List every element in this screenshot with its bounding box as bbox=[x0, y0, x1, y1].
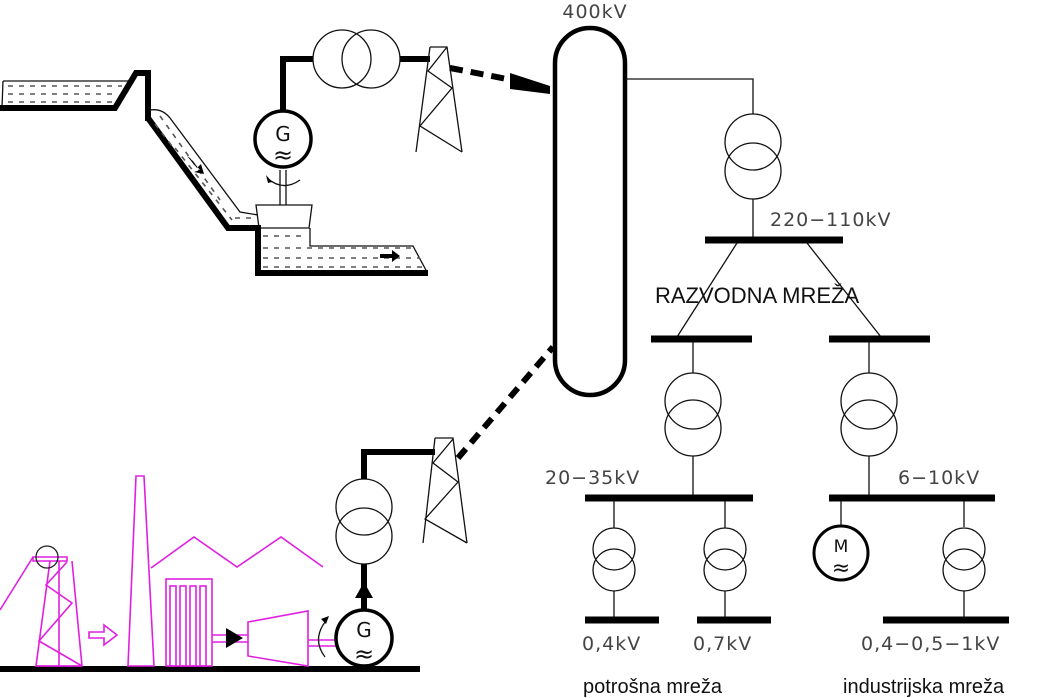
generator-hydro: G ≈ bbox=[253, 109, 313, 169]
water-turbine bbox=[255, 204, 313, 229]
label-6-10kv: 6−10kV bbox=[898, 467, 980, 489]
hydro-gen-lead bbox=[280, 56, 313, 111]
busbar-400kv bbox=[552, 25, 628, 398]
process-arrow-icon bbox=[88, 623, 119, 647]
motor-symbol: M bbox=[834, 537, 849, 557]
steam-turbine bbox=[247, 610, 309, 667]
industrial-motor: M ≈ bbox=[812, 524, 870, 582]
steam-flow-arrow-icon bbox=[226, 628, 243, 648]
label-20-35kv: 20−35kV bbox=[545, 467, 640, 489]
label-industrial-kv: 0,4−0,5−1kV bbox=[861, 633, 1000, 655]
step-up-transformer-thermal bbox=[335, 478, 393, 565]
ac-wave-symbol: ≈ bbox=[354, 640, 374, 668]
transformer-industrial bbox=[942, 527, 986, 592]
ac-wave-symbol: ≈ bbox=[273, 141, 293, 169]
transformer-110-6 bbox=[840, 372, 898, 457]
boiler bbox=[165, 578, 213, 667]
power-flow-arrow-icon bbox=[355, 582, 373, 598]
hv-line-2 bbox=[455, 345, 556, 460]
transformer-110-20 bbox=[664, 372, 722, 457]
thermal-power-plant bbox=[0, 475, 337, 667]
transmission-tower-1 bbox=[415, 46, 463, 153]
transmission-tower-2 bbox=[422, 437, 468, 544]
hydro-power-plant bbox=[0, 70, 428, 276]
chimney bbox=[127, 475, 155, 667]
label-220-110kv: 220−110kV bbox=[770, 209, 891, 231]
transformer-consumer-2 bbox=[703, 527, 747, 592]
label-0-7kv: 0,7kV bbox=[693, 633, 752, 655]
label-0-4kv: 0,4kV bbox=[582, 633, 641, 655]
tailrace bbox=[255, 225, 428, 276]
thermal-tx-lead bbox=[361, 449, 435, 479]
rotation-arrow-icon bbox=[317, 621, 326, 658]
factory-roof bbox=[150, 536, 324, 569]
generator-symbol: G bbox=[275, 122, 291, 146]
feeder-400-220 bbox=[625, 78, 754, 114]
label-industrial-network: industrijska mreža bbox=[843, 676, 1005, 698]
transformer-consumer-1 bbox=[592, 527, 636, 592]
transformer-400-220 bbox=[724, 113, 782, 200]
generator-symbol: G bbox=[356, 618, 372, 642]
rotation-arrow-icon bbox=[266, 177, 301, 187]
label-consumer-network: potrošna mreža bbox=[583, 676, 723, 698]
motor-icon bbox=[812, 524, 870, 582]
label-400kv: 400kV bbox=[562, 1, 627, 23]
arrow-icon bbox=[510, 73, 550, 94]
mine-headframe bbox=[0, 545, 83, 667]
step-up-transformer-hydro bbox=[312, 29, 401, 89]
ac-wave-symbol: ≈ bbox=[832, 556, 850, 581]
outflow-arrow-icon bbox=[380, 250, 400, 262]
label-distribution-network: RAZVODNA MREŽA bbox=[655, 283, 859, 308]
hv-line-1 bbox=[449, 65, 513, 83]
penstock bbox=[145, 109, 259, 231]
flow-arrow-icon bbox=[187, 156, 204, 174]
generator-thermal: G ≈ bbox=[334, 608, 394, 668]
upper-reservoir bbox=[0, 70, 151, 121]
